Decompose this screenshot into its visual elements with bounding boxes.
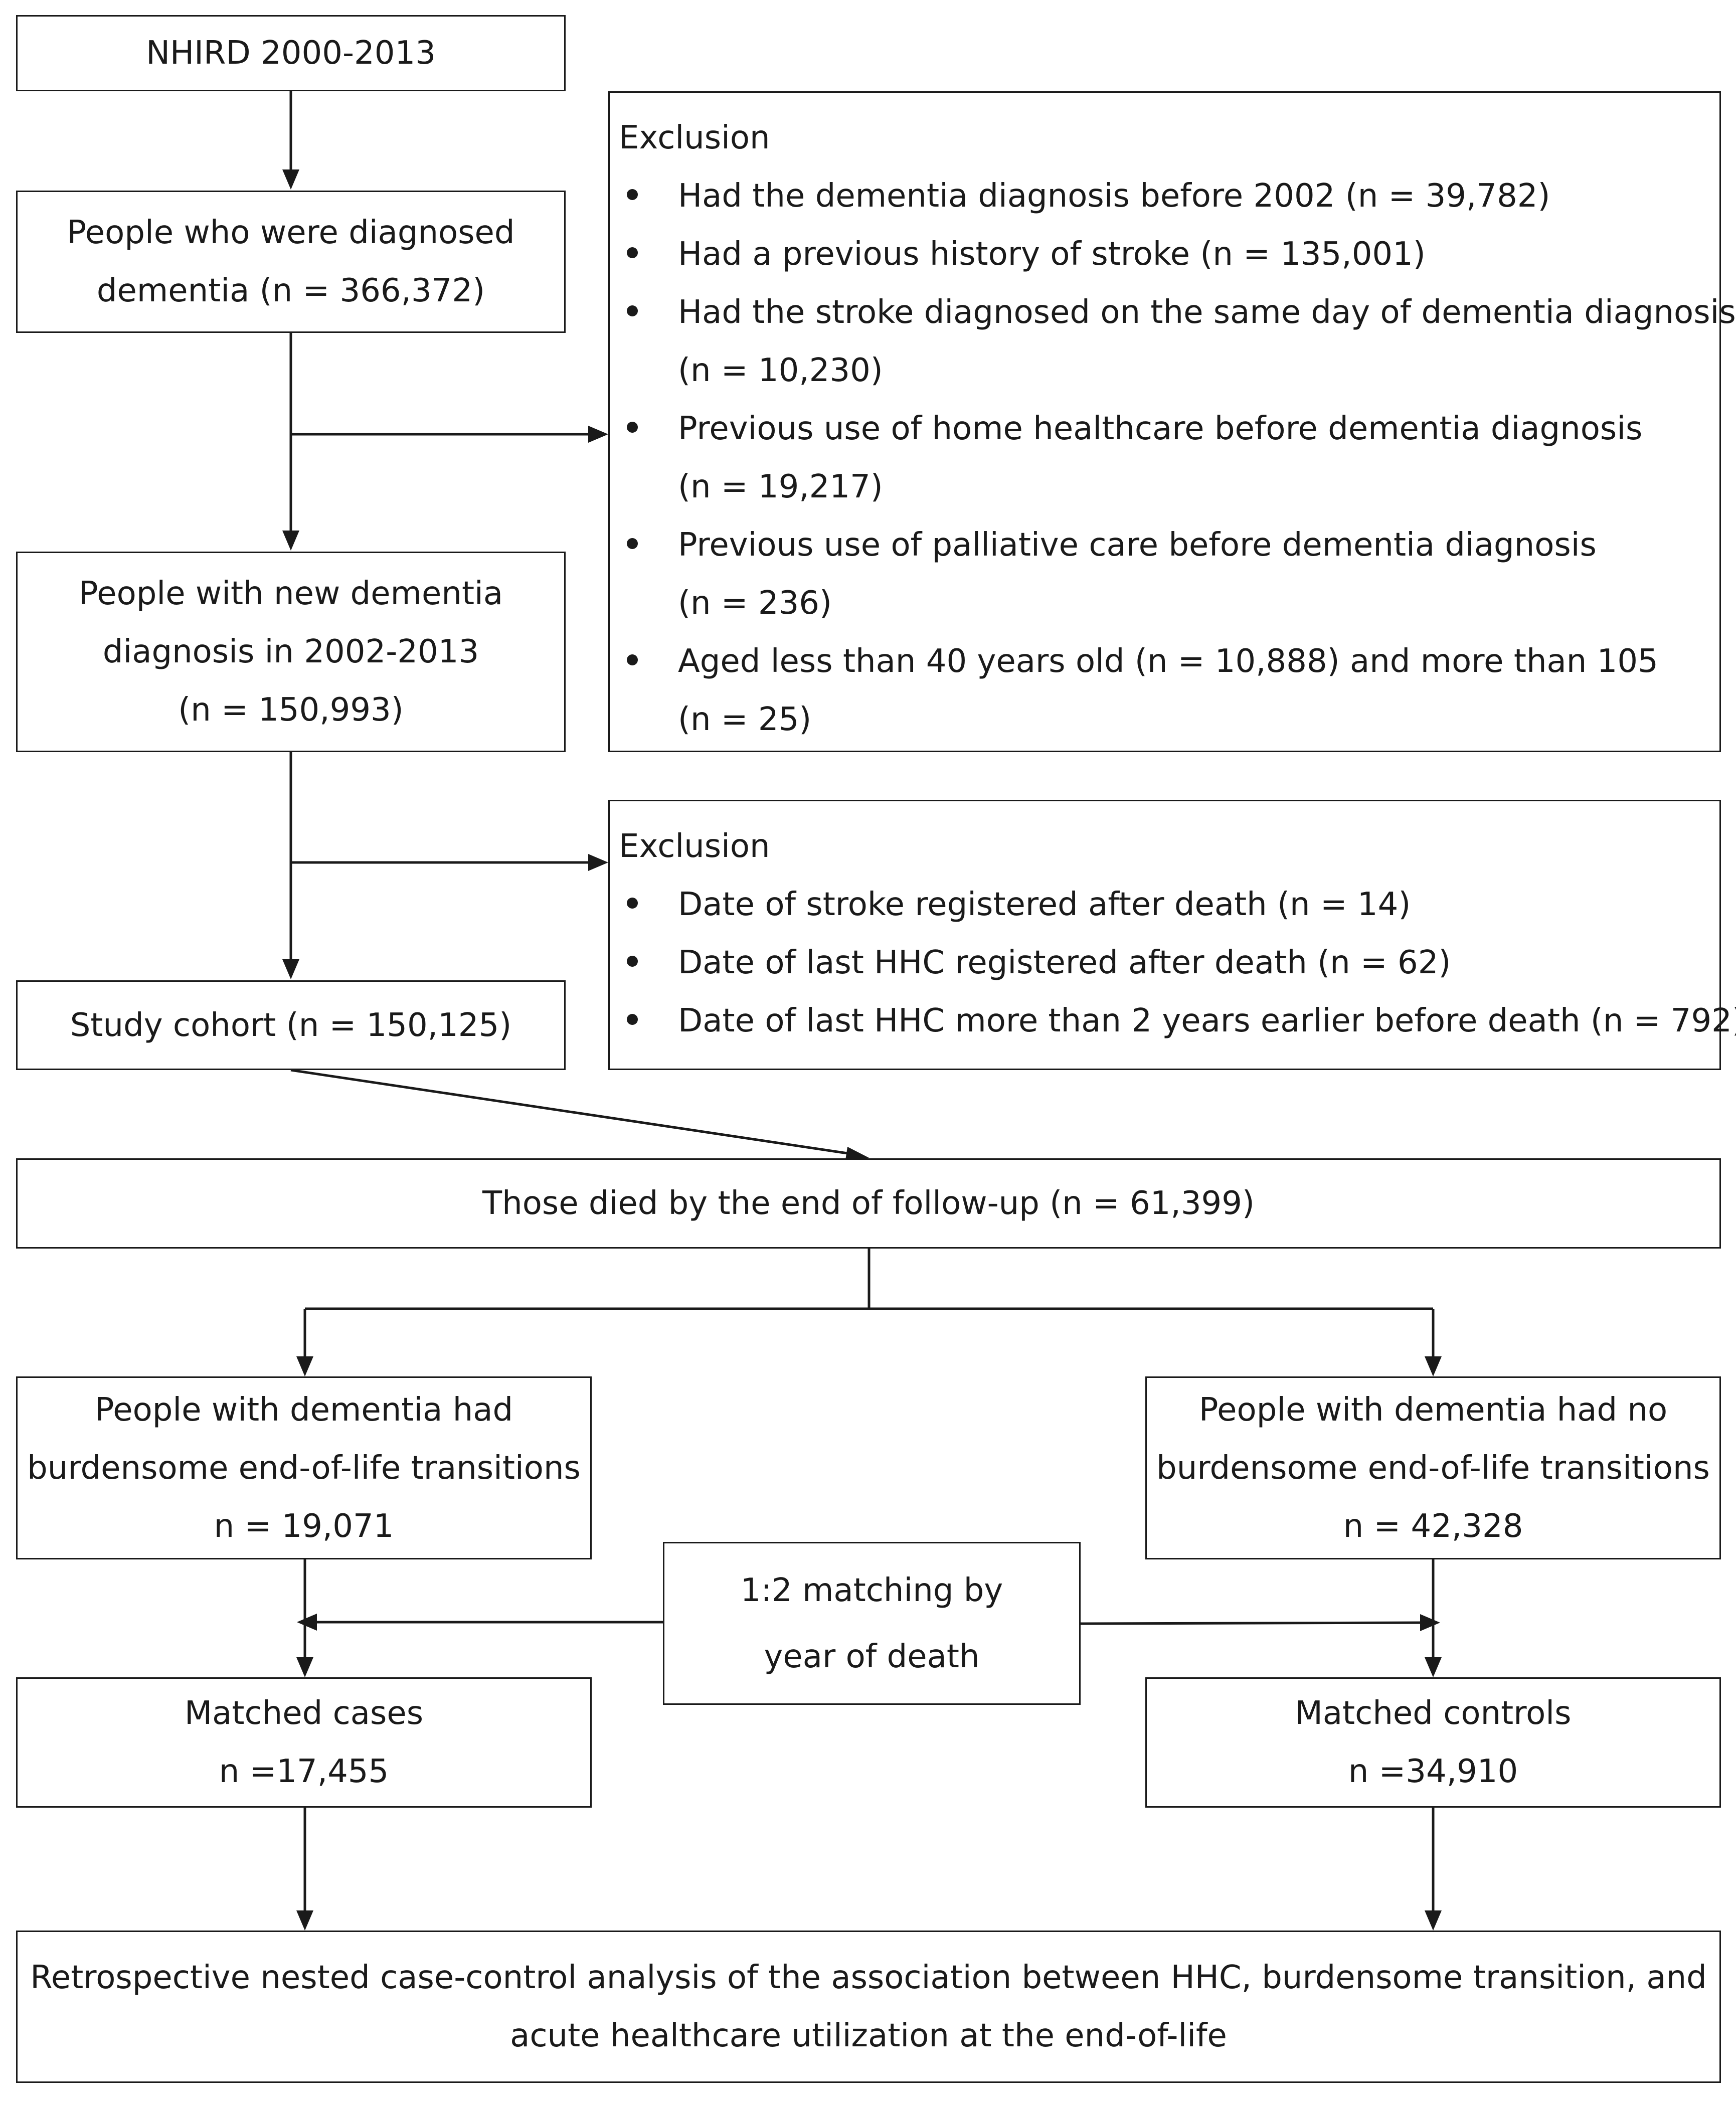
exclusion-1-item: Aged less than 40 years old (n = 10,888)… (619, 632, 1719, 749)
exclusion-2-item-text: Date of last HHC more than 2 years earli… (678, 1002, 1736, 1039)
had-trans-line-3: n = 19,071 (214, 1507, 394, 1545)
exclusion-1-title: Exclusion (619, 119, 770, 156)
exclusion-1-item: Had the dementia diagnosis before 2002 (… (619, 167, 1719, 225)
bullet-icon (627, 422, 638, 433)
exclusion-1-item: Had the stroke diagnosed on the same day… (619, 283, 1736, 400)
exclusion-1-item-text: Aged less than 40 years old (n = 10,888)… (678, 643, 1658, 738)
cases-line-2: n =17,455 (219, 1753, 389, 1790)
bullet-icon (627, 956, 638, 967)
diagnosed-box: People who were diagnosed dementia (n = … (16, 191, 566, 333)
had-trans-line-1: People with dementia had (94, 1391, 513, 1429)
exclusion-box-2: Exclusion Date of stroke registered afte… (608, 800, 1736, 1070)
matching-line-2: year of death (764, 1638, 980, 1675)
died-box: Those died by the end of follow-up (n = … (16, 1158, 1721, 1249)
exclusion-1-item: Had a previous history of stroke (n = 13… (619, 225, 1719, 283)
died-label: Those died by the end of follow-up (n = … (482, 1185, 1255, 1222)
exclusion-1-item-text: Previous use of palliative care before d… (678, 527, 1597, 622)
no-transitions-box: People with dementia had no burdensome e… (1145, 1376, 1721, 1559)
exclusion-1-list: Had the dementia diagnosis before 2002 (… (619, 167, 1736, 749)
new-dx-line-3: (n = 150,993) (178, 691, 404, 729)
no-trans-line-1: People with dementia had no (1198, 1391, 1668, 1429)
study-cohort-label: Study cohort (n = 150,125) (70, 1006, 512, 1044)
exclusion-2-list: Date of stroke registered after death (n… (619, 876, 1736, 1050)
nhird-box: NHIRD 2000-2013 (16, 15, 566, 91)
bullet-icon (627, 538, 638, 549)
new-diagnosis-box: People with new dementia diagnosis in 20… (16, 552, 566, 752)
diagnosed-line-1: People who were diagnosed (67, 214, 515, 251)
matched-controls-box: Matched controls n =34,910 (1145, 1677, 1721, 1808)
exclusion-2-item: Date of last HHC more than 2 years earli… (619, 992, 1736, 1050)
bullet-icon (627, 189, 638, 200)
had-trans-line-2: burdensome end-of-life transitions (27, 1449, 581, 1487)
study-cohort-box: Study cohort (n = 150,125) (16, 980, 566, 1070)
analysis-box: Retrospective nested case-control analys… (16, 1931, 1721, 2083)
exclusion-1-item: Previous use of home healthcare before d… (619, 400, 1719, 516)
exclusion-2-item: Date of stroke registered after death (n… (619, 876, 1719, 934)
matching-box: 1:2 matching by year of death (663, 1542, 1081, 1705)
bullet-icon (627, 1014, 638, 1025)
arrow-matching-to-controls (1080, 1621, 1423, 1625)
controls-line-1: Matched controls (1295, 1695, 1572, 1732)
matching-line-1: 1:2 matching by (740, 1571, 1003, 1609)
exclusion-1-item-text: Had the dementia diagnosis before 2002 (… (678, 178, 1550, 215)
exclusion-2-item: Date of last HHC registered after death … (619, 934, 1719, 992)
exclusion-1-item-text: Had the stroke diagnosed on the same day… (678, 294, 1736, 389)
no-trans-line-3: n = 42,328 (1343, 1507, 1523, 1545)
new-dx-line-1: People with new dementia (78, 575, 503, 612)
exclusion-1-item: Previous use of palliative care before d… (619, 516, 1719, 632)
analysis-line-2: acute healthcare utilization at the end-… (510, 2017, 1227, 2054)
exclusion-box-1: Exclusion Had the dementia diagnosis bef… (608, 91, 1736, 752)
exclusion-2-item-text: Date of stroke registered after death (n… (678, 886, 1411, 923)
exclusion-2-item-text: Date of last HHC registered after death … (678, 944, 1451, 981)
controls-line-2: n =34,910 (1348, 1753, 1518, 1790)
bullet-icon (627, 247, 638, 258)
nhird-label: NHIRD 2000-2013 (146, 35, 436, 72)
exclusion-1-item-text: Previous use of home healthcare before d… (678, 410, 1643, 505)
bullet-icon (627, 654, 638, 665)
new-dx-line-2: diagnosis in 2002-2013 (102, 633, 479, 670)
matched-cases-box: Matched cases n =17,455 (16, 1677, 592, 1808)
arrow-cohort-to-died (290, 1069, 848, 1155)
diagnosed-line-2: dementia (n = 366,372) (96, 272, 485, 309)
exclusion-1-item-text: Had a previous history of stroke (n = 13… (678, 236, 1426, 273)
bullet-icon (627, 898, 638, 909)
had-transitions-box: People with dementia had burdensome end-… (16, 1376, 592, 1559)
no-trans-line-2: burdensome end-of-life transitions (1156, 1449, 1710, 1487)
analysis-line-1: Retrospective nested case-control analys… (30, 1959, 1707, 1996)
bullet-icon (627, 305, 638, 316)
exclusion-2-title: Exclusion (619, 828, 770, 865)
cases-line-1: Matched cases (184, 1695, 424, 1732)
